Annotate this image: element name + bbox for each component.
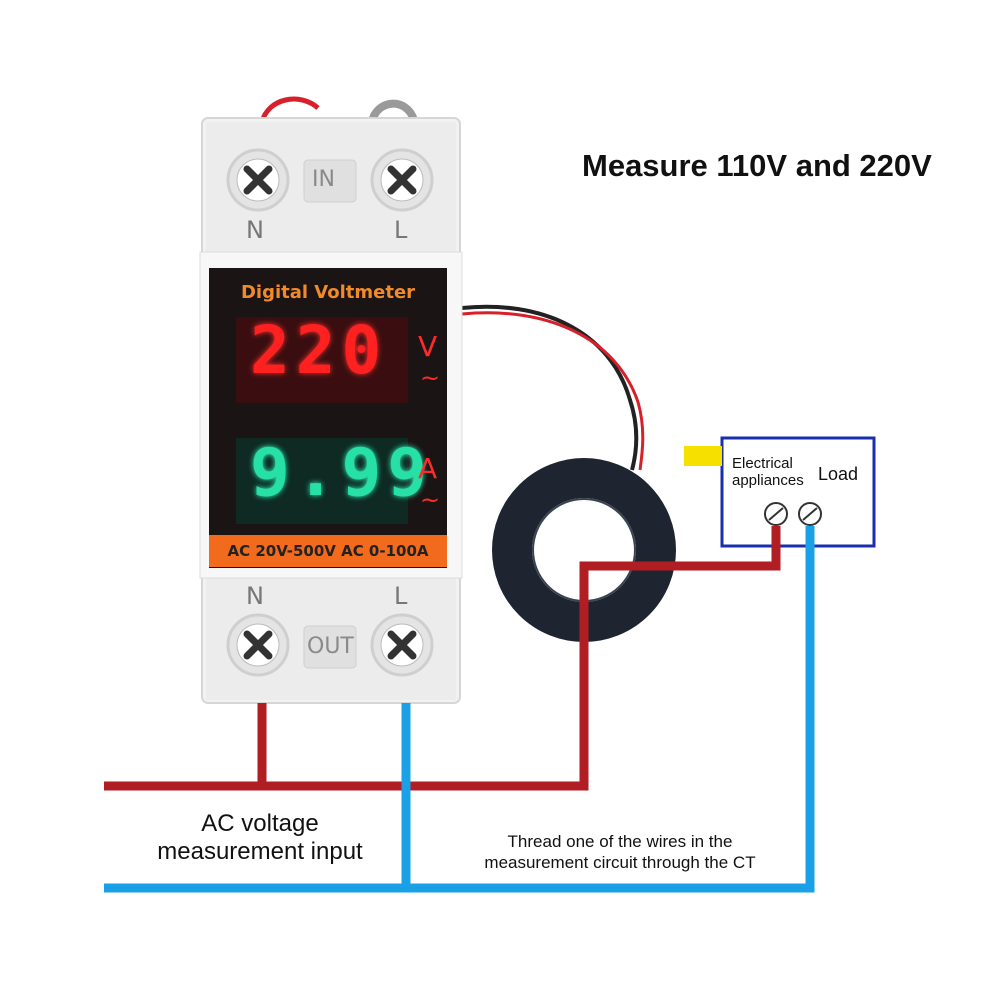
appliance-line2: appliances: [732, 472, 804, 489]
current-window: [236, 438, 408, 524]
screw-bottom-l: [370, 613, 434, 677]
current-ac-symbol: ~: [420, 486, 441, 514]
in-tag-bg: [303, 159, 357, 203]
ac-input-label: AC voltage measurement input: [130, 810, 390, 866]
in-label: IN: [312, 167, 335, 192]
appliance-line1: Electrical: [732, 455, 793, 472]
screw-bottom-n: [226, 613, 290, 677]
screw-top-n: [226, 148, 290, 212]
display-title: Digital Voltmeter: [240, 282, 416, 303]
yellow-tag: [684, 446, 722, 466]
load-terminal-2: [798, 502, 822, 526]
top-red-wire: [259, 96, 320, 123]
top-gray-wire: [368, 99, 418, 124]
load-label: Load: [818, 464, 859, 484]
ct-note: Thread one of the wires in the measureme…: [430, 831, 810, 873]
voltage-ac-symbol: ~: [420, 364, 441, 392]
ac-input-line2: measurement input: [157, 838, 363, 865]
page-title: Measure 110V and 220V: [582, 148, 932, 183]
terminal-label-n-top: N: [246, 216, 264, 244]
voltage-window: [236, 317, 408, 403]
screw-top-l: [370, 148, 434, 212]
range-bar: [209, 535, 447, 567]
load-terminal-1: [764, 502, 788, 526]
ct-cable-red: [461, 311, 645, 471]
voltage-unit: V: [418, 330, 438, 363]
terminal-label-n-bottom: N: [246, 582, 264, 610]
terminal-label-l-top: L: [394, 216, 408, 244]
ct-cable-black: [461, 304, 639, 471]
live-wire: [104, 526, 781, 791]
appliance-label: Electrical appliances: [732, 455, 804, 489]
voltage-reading: 220: [250, 312, 388, 389]
ac-input-line1: AC voltage: [201, 810, 319, 837]
load-box: [720, 436, 876, 548]
terminal-label-l-bottom: L: [394, 582, 408, 610]
current-reading: 9.99: [250, 434, 433, 511]
range-label: AC 20V-500V AC 0-100A: [227, 542, 429, 560]
ct-note-line1: Thread one of the wires in the: [507, 832, 733, 851]
ct-note-line2: measurement circuit through the CT: [484, 853, 756, 872]
out-tag-bg: [303, 625, 357, 669]
current-unit: A: [418, 452, 438, 485]
neutral-wire: [104, 526, 815, 893]
out-label: OUT: [307, 634, 354, 659]
